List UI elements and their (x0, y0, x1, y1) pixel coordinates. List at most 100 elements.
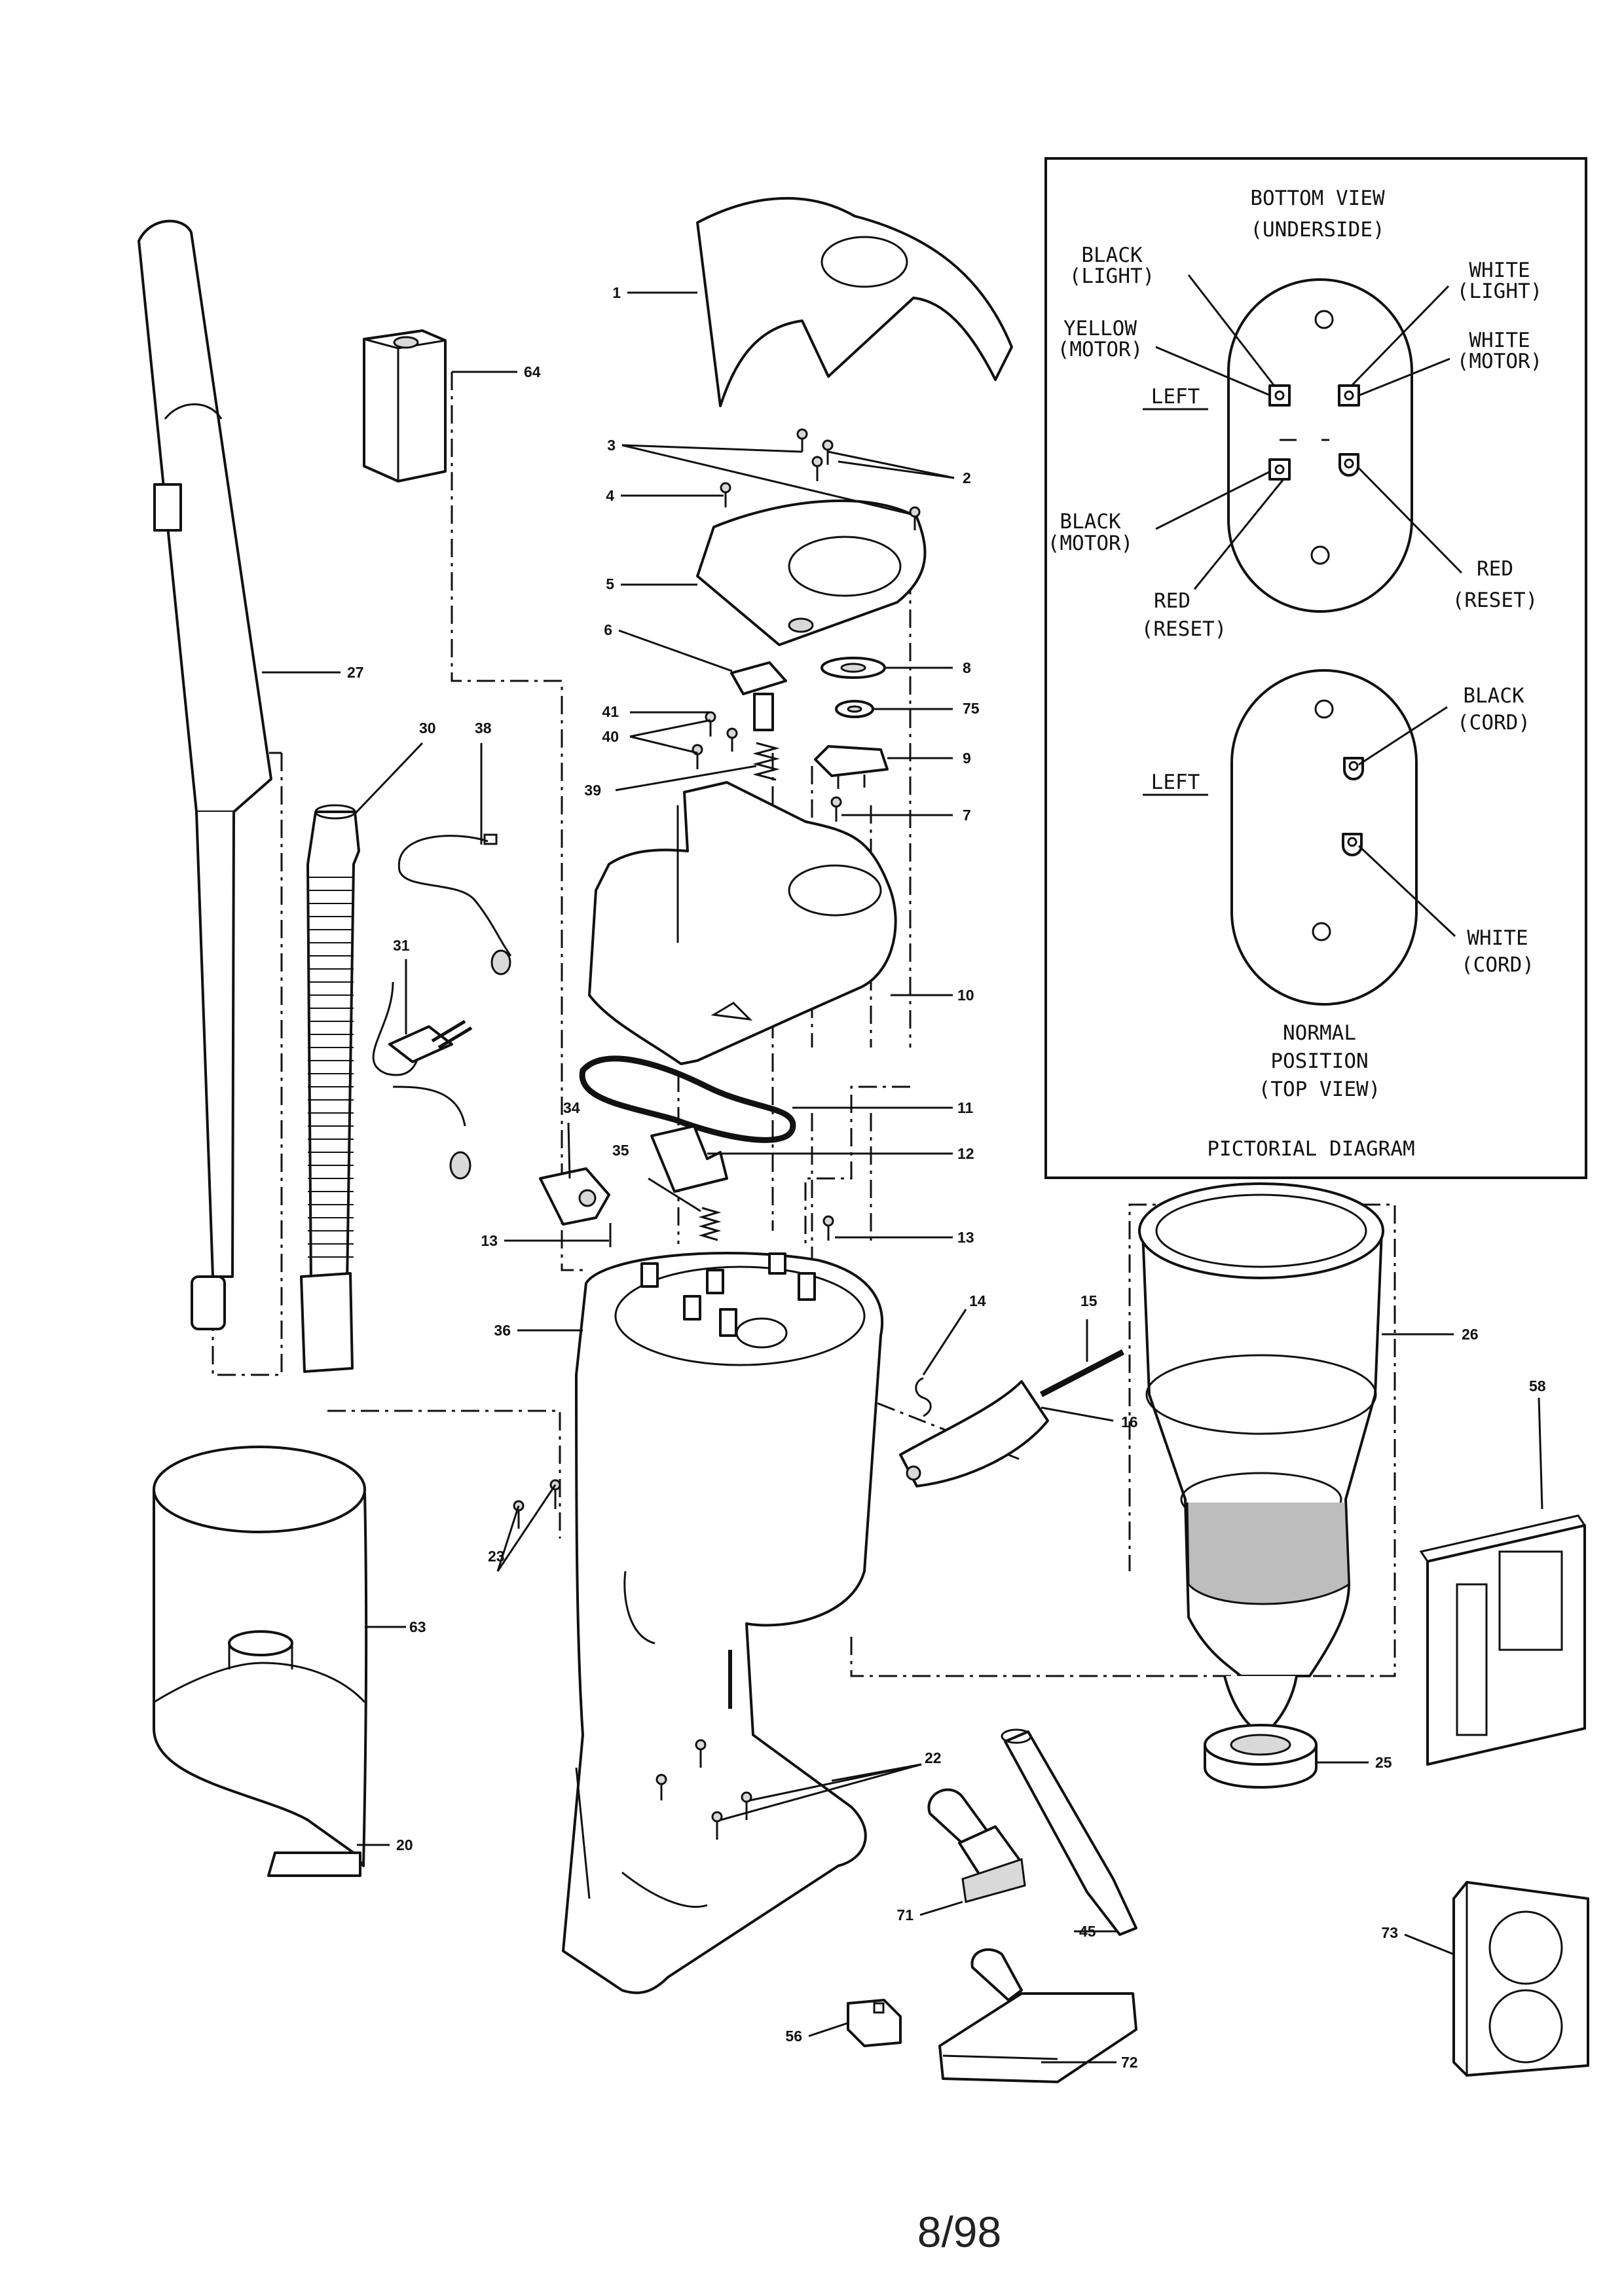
callout-41: 41 (602, 703, 619, 720)
callout-1: 1 (612, 284, 621, 301)
top-cover-1 (696, 196, 1013, 407)
label-yellow-motor-2: (MOTOR) (1058, 338, 1143, 361)
label-red-reset-left-1: RED (1154, 589, 1190, 613)
callout-73: 73 (1381, 1924, 1398, 1941)
label-white-cord-2: (CORD) (1461, 953, 1534, 977)
callout-31: 31 (393, 937, 410, 954)
label-white-light-2: (LIGHT) (1457, 280, 1543, 303)
callout-22: 22 (925, 1749, 942, 1766)
callout-16: 16 (1121, 1413, 1138, 1430)
label-red-reset-left-2: (RESET) (1141, 617, 1227, 641)
callout-35: 35 (612, 1142, 629, 1159)
callout-71: 71 (896, 1906, 913, 1923)
callout-45: 45 (1079, 1923, 1096, 1940)
terminal-red-reset (1338, 453, 1359, 477)
manual-58 (1419, 1514, 1586, 1766)
filter-box-64 (363, 329, 447, 483)
label-black-cord-2: (CORD) (1457, 711, 1530, 735)
callout-23: 23 (488, 1548, 505, 1565)
terminal-white-cord (1342, 833, 1363, 856)
spring-35 (698, 1207, 722, 1241)
callout-34: 34 (563, 1099, 580, 1116)
nozzle-34 (539, 1167, 610, 1226)
callout-58: 58 (1529, 1377, 1546, 1394)
dusting-brush-71 (927, 1788, 1026, 1903)
callout-64: 64 (524, 363, 541, 380)
callout-5: 5 (606, 575, 614, 592)
label-black-cord-1: BLACK (1463, 684, 1524, 708)
handle-tube-27 (138, 219, 272, 1330)
screws-13 (609, 1215, 834, 1247)
label-normal-position-2: POSITION (1270, 1049, 1368, 1073)
motor-mount-5 (696, 499, 927, 646)
pictorial-diagram-panel: BOTTOM VIEW (UNDERSIDE) BLACK (LIGHT) WH… (1044, 157, 1587, 1179)
label-red-reset-right-2: (RESET) (1452, 589, 1538, 612)
washers-8-75 (821, 657, 886, 718)
screws-22-23 (513, 1479, 752, 1840)
crevice-tool-45 (1001, 1728, 1137, 1936)
floor-tool-72 (938, 1948, 1137, 2083)
callout-20: 20 (396, 1836, 413, 1853)
callout-13-right: 13 (957, 1229, 974, 1246)
switch-knob-6 (730, 661, 787, 731)
callout-7: 7 (963, 807, 971, 824)
callout-75: 75 (963, 700, 980, 717)
clip-14 (915, 1377, 932, 1417)
label-white-motor-2: (MOTOR) (1457, 350, 1543, 373)
ring-25 (1204, 1724, 1318, 1789)
label-black-motor-1: BLACK (1060, 510, 1121, 534)
callout-15: 15 (1080, 1292, 1098, 1309)
terminal-black-cord (1343, 757, 1364, 780)
wire-38 (397, 833, 512, 975)
label-black-motor-2: (MOTOR) (1048, 532, 1134, 555)
rod-15 (1039, 1349, 1125, 1397)
label-normal-position-1: NORMAL (1283, 1021, 1356, 1045)
motor-housing-10 (588, 781, 897, 1065)
filter-26 (1138, 1182, 1384, 1730)
filter-pack-73 (1452, 1881, 1589, 2077)
screws-2-3-4 (720, 428, 921, 530)
belt-11 (579, 1055, 796, 1143)
dirt-cup-63 (153, 1446, 368, 1877)
callout-39: 39 (584, 782, 601, 799)
main-body-36 (562, 1251, 884, 1994)
callout-10: 10 (957, 987, 974, 1004)
label-white-motor-1: WHITE (1469, 329, 1530, 352)
label-left-bottom-view: LEFT (1151, 385, 1200, 409)
callout-25: 25 (1375, 1754, 1392, 1771)
callout-14: 14 (969, 1292, 986, 1309)
callout-38: 38 (475, 720, 492, 737)
callout-9: 9 (963, 750, 971, 767)
callout-26: 26 (1462, 1326, 1479, 1343)
label-white-light-1: WHITE (1469, 259, 1530, 282)
terminal-white-light (1338, 384, 1360, 407)
callout-11: 11 (957, 1099, 974, 1116)
bottom-view-switch (1227, 278, 1413, 613)
callout-40: 40 (602, 728, 619, 745)
callout-63: 63 (409, 1618, 426, 1635)
hose-30 (300, 804, 360, 1373)
label-normal-position-3: (TOP VIEW) (1259, 1078, 1381, 1101)
callout-3: 3 (607, 437, 616, 454)
bottom-view-title: BOTTOM VIEW (1250, 187, 1385, 210)
callout-leaders (262, 291, 1543, 2064)
label-black-light-2: (LIGHT) (1069, 264, 1155, 288)
terminal-black-motor (1268, 458, 1291, 481)
callout-30: 30 (419, 720, 436, 737)
callout-56: 56 (785, 2028, 802, 2045)
callout-6: 6 (604, 621, 612, 638)
switch-9 (814, 745, 889, 789)
callout-27: 27 (347, 664, 364, 681)
callout-72: 72 (1121, 2054, 1138, 2071)
top-view-switch (1230, 669, 1418, 1006)
bottom-view-subtitle: (UNDERSIDE) (1250, 218, 1384, 242)
page-code: 8/98 (917, 2208, 1001, 2256)
callout-13-left: 13 (481, 1232, 498, 1249)
callout-12: 12 (957, 1145, 974, 1162)
callout-36: 36 (494, 1322, 511, 1339)
label-black-light-1: BLACK (1081, 244, 1143, 267)
callout-2: 2 (963, 469, 971, 486)
terminal-black-light (1268, 384, 1291, 407)
adapter-56 (847, 1999, 902, 2047)
